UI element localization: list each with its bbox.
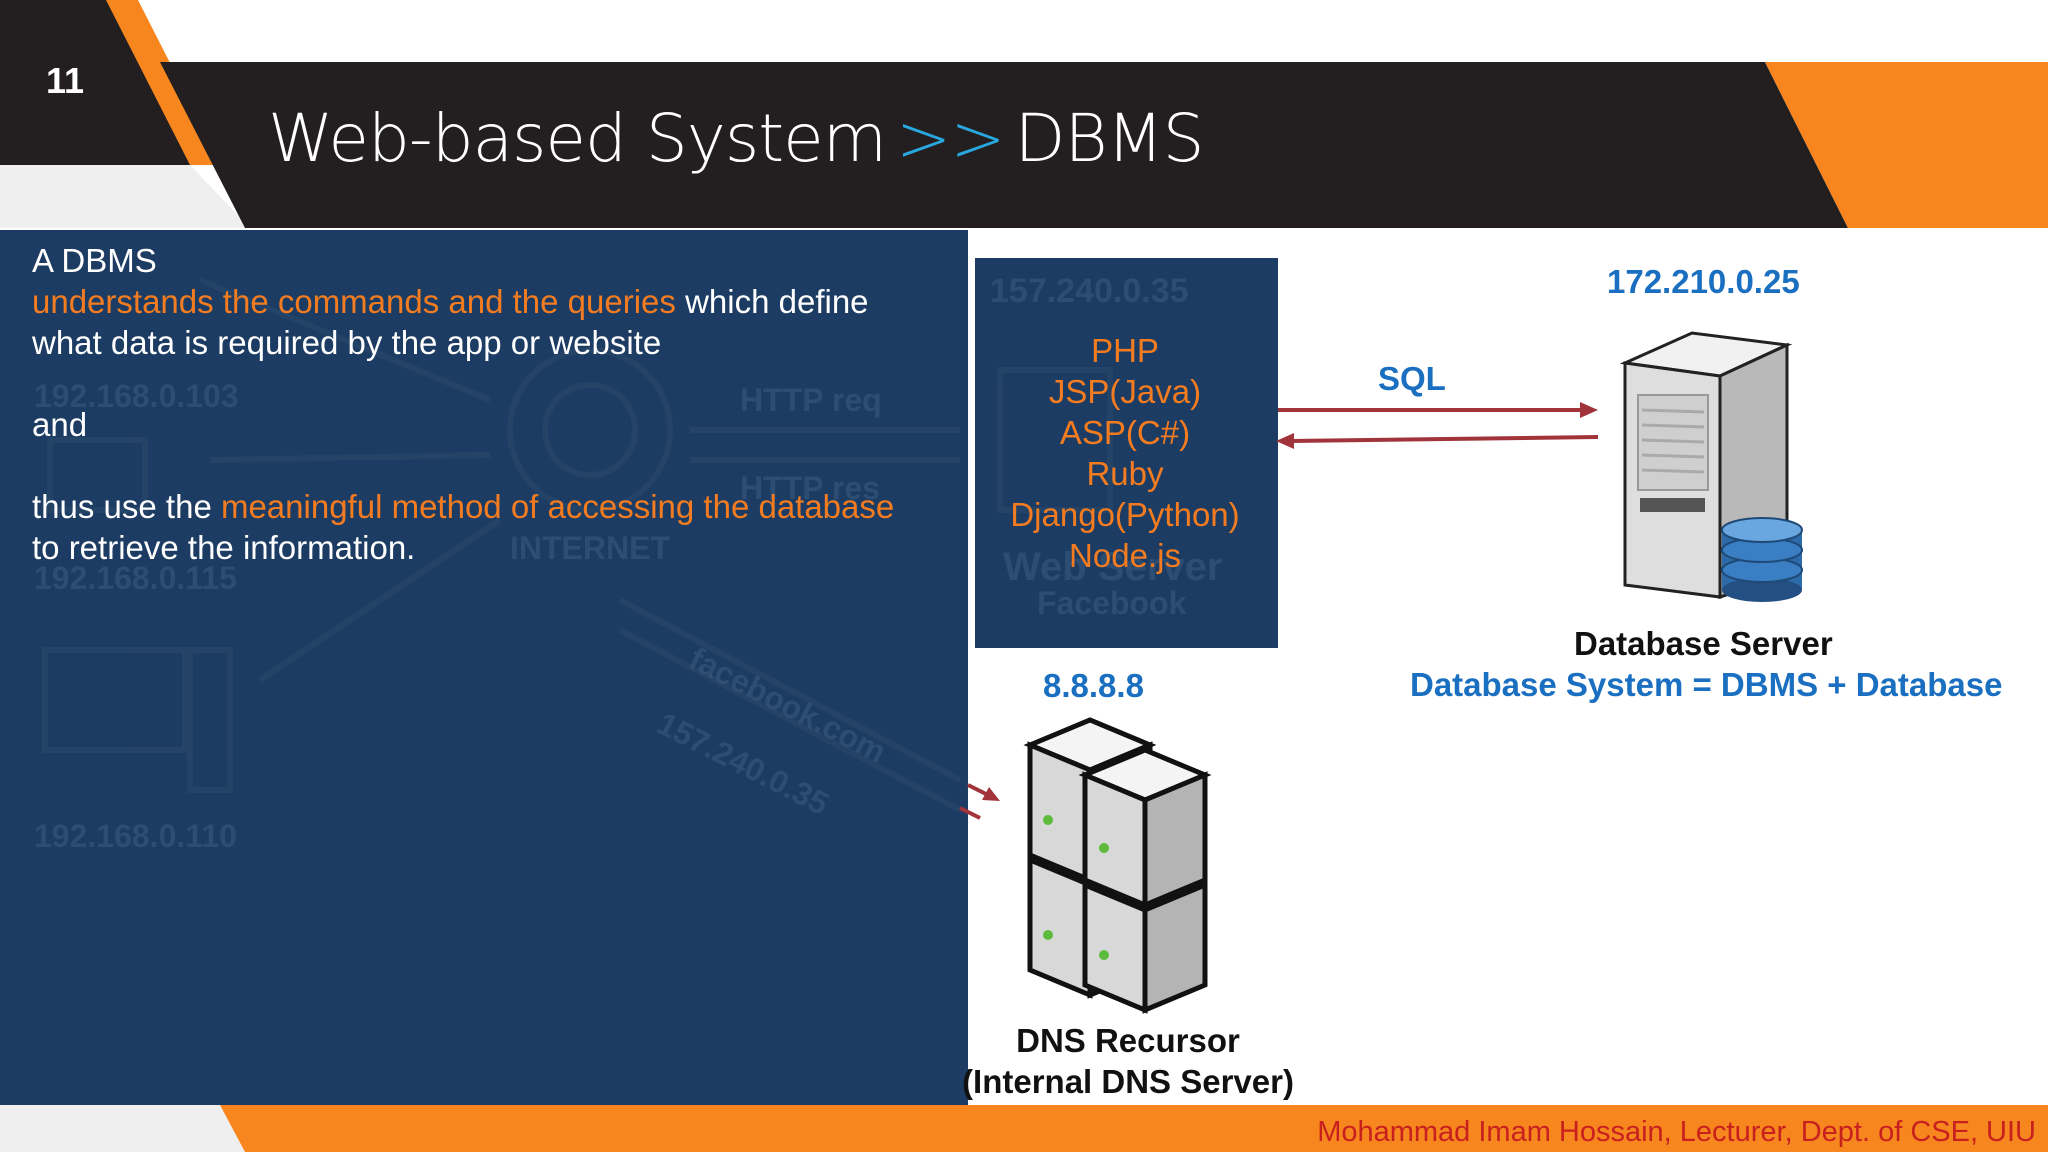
text-line-5: thus use the meaningful method of access… bbox=[32, 486, 894, 527]
header-orange-corner bbox=[1765, 62, 2048, 228]
faded-client-ip-3: 192.168.0.110 bbox=[34, 818, 237, 854]
footer-bar bbox=[220, 1105, 2048, 1152]
faded-desktop-icon bbox=[42, 647, 188, 753]
text-line-1: A DBMS bbox=[32, 242, 157, 279]
sql-label: SQL bbox=[1378, 360, 1446, 397]
faded-server-icon bbox=[997, 367, 1113, 513]
database-server-icon bbox=[1619, 331, 1803, 602]
dns-label-line-1: DNS Recursor bbox=[1016, 1022, 1240, 1059]
text-line-2: understands the commands and the queries… bbox=[32, 281, 869, 322]
dns-label-line-2: (Internal DNS Server) bbox=[962, 1063, 1294, 1100]
faded-web-server: Web Server bbox=[1003, 545, 1223, 589]
faded-internet: INTERNET bbox=[510, 530, 670, 566]
db-server-ip: 172.210.0.25 bbox=[1607, 263, 1800, 300]
dns-server-icon bbox=[1023, 717, 1212, 1014]
footer-light-shape bbox=[0, 1105, 245, 1152]
faded-webserver-ip: 157.240.0.35 bbox=[990, 272, 1189, 310]
header-bar bbox=[160, 62, 1848, 228]
text-line-2-rest: which define bbox=[675, 283, 869, 320]
web-server-box bbox=[975, 258, 1278, 648]
faded-facebook: Facebook bbox=[1037, 585, 1187, 621]
faded-http-res: HTTP res bbox=[740, 470, 880, 506]
dns-ip: 8.8.8.8 bbox=[1043, 667, 1144, 704]
faded-network-diagram bbox=[42, 277, 1113, 813]
language-item: PHP bbox=[1091, 332, 1159, 369]
highlight-meaningful-method: meaningful method of accessing the datab… bbox=[220, 488, 895, 525]
text-and: and bbox=[32, 406, 88, 443]
slide-number-block bbox=[0, 0, 200, 165]
text-panel bbox=[0, 230, 968, 1105]
slide-number: 11 bbox=[46, 60, 85, 101]
faded-globe-icon bbox=[507, 347, 673, 513]
dns-arrow bbox=[959, 783, 1000, 820]
faded-client-ip-1: 192.168.0.103 bbox=[34, 378, 239, 414]
slide-title: Web-based System>>DBMS bbox=[268, 100, 1205, 177]
language-item: Node.js bbox=[1069, 537, 1181, 574]
highlight-commands-queries: understands the commands and the queries bbox=[32, 283, 676, 320]
faded-laptop-icon bbox=[47, 437, 148, 513]
faded-client-ip-2: 192.168.0.115 bbox=[34, 560, 237, 596]
language-item: Django(Python) bbox=[1010, 496, 1240, 533]
language-item: ASP(C#) bbox=[1059, 414, 1191, 451]
sql-arrows bbox=[1276, 402, 1599, 449]
title-part-1: Web-based System bbox=[268, 100, 887, 177]
language-item: Ruby bbox=[1086, 455, 1164, 492]
text-line-6: to retrieve the information. bbox=[32, 529, 416, 566]
db-system-equation: Database System = DBMS + Database bbox=[1410, 666, 2003, 703]
footer-credit: Mohammad Imam Hossain, Lecturer, Dept. o… bbox=[1317, 1116, 2036, 1148]
header-light-shape bbox=[0, 165, 250, 228]
db-server-label: Database Server bbox=[1574, 625, 1833, 662]
database-cylinder-icon bbox=[1721, 517, 1803, 602]
text-line-5-start: thus use the bbox=[32, 488, 221, 525]
text-line-3: what data is required by the app or webs… bbox=[32, 324, 662, 361]
web-languages-list: PHP JSP(Java) ASP(C#) Ruby Django(Python… bbox=[975, 330, 1275, 576]
language-item: JSP(Java) bbox=[1048, 373, 1202, 410]
faded-http-req: HTTP req bbox=[740, 382, 882, 418]
title-part-2: DBMS bbox=[1014, 100, 1205, 177]
title-separator: >> bbox=[896, 100, 1006, 177]
